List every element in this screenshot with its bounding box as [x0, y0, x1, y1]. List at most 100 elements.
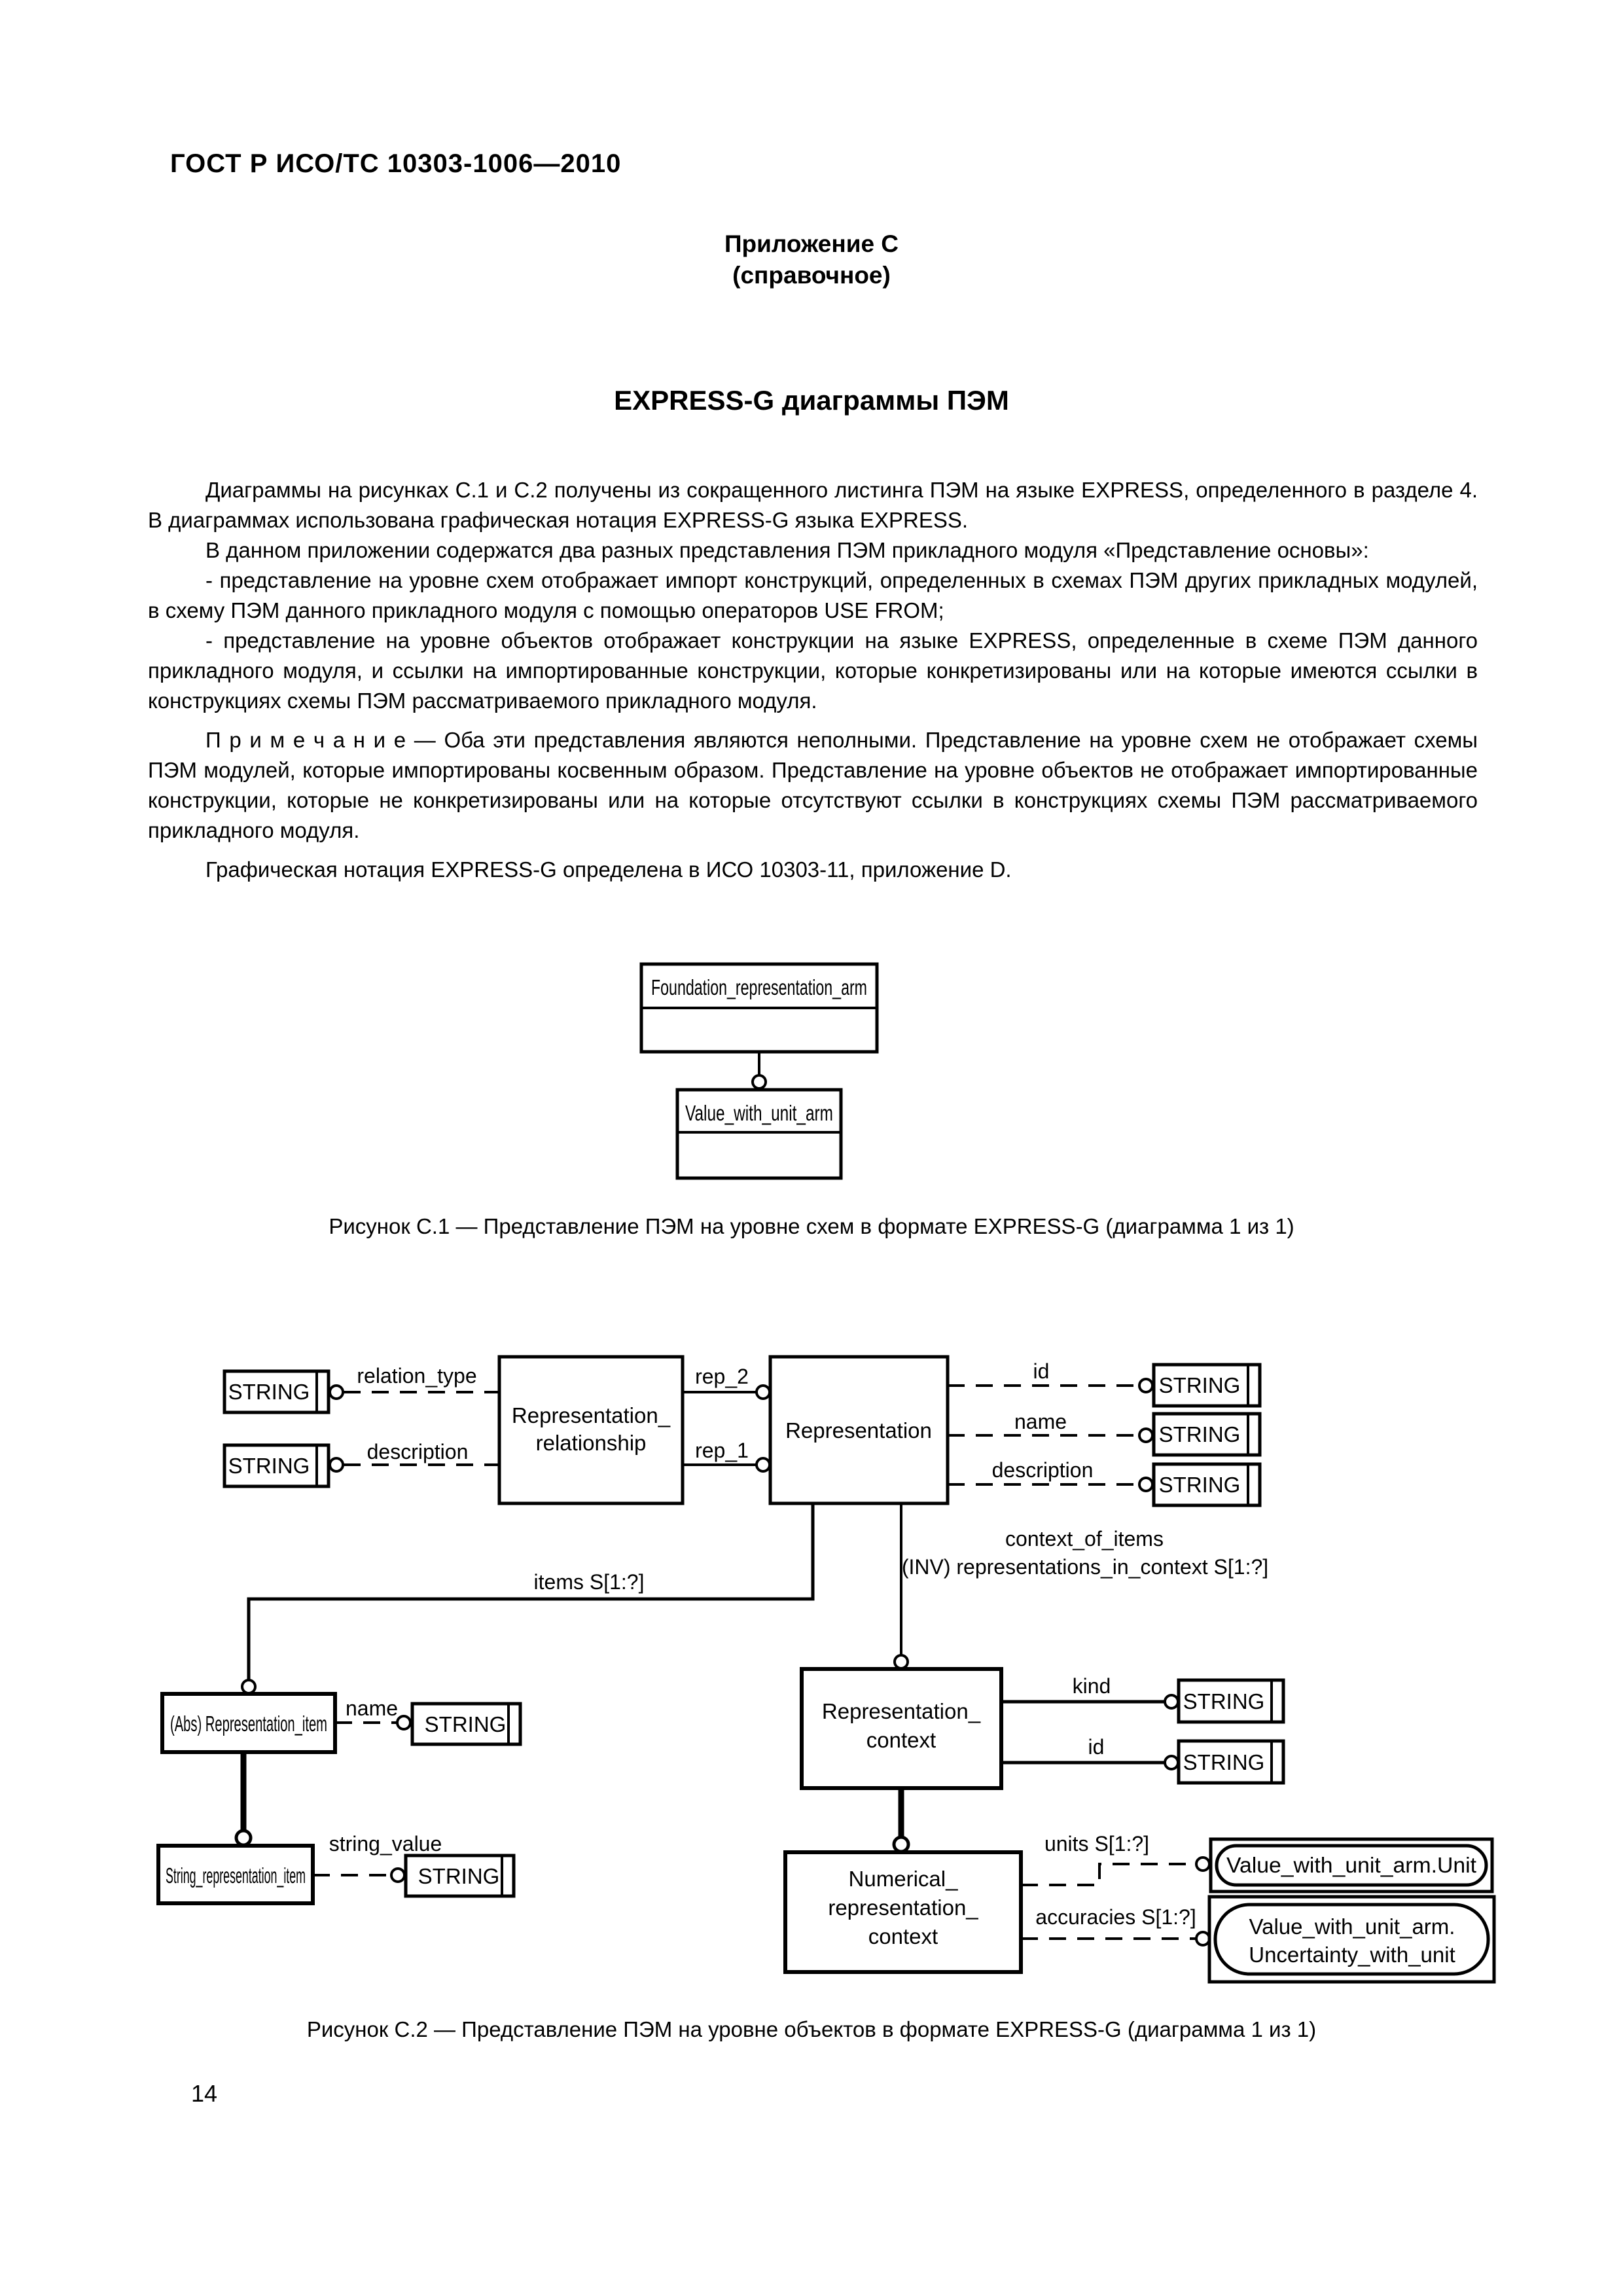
string-box-id-context-rect: [1177, 1739, 1285, 1785]
string-label: STRING: [425, 1712, 507, 1736]
rep1-relation: rep_1: [683, 1439, 771, 1473]
entity-numerical-line1: Numerical_: [849, 1867, 959, 1891]
appendix-heading: EXPRESS-G диаграммы ПЭМ: [614, 385, 1009, 416]
entity-representation-context-rect: [800, 1667, 1003, 1790]
optional-circle: [1164, 1755, 1179, 1770]
units-dashed-line: [1021, 1863, 1196, 1886]
string-label: STRING: [418, 1864, 500, 1888]
figure-c2-diagram: STRING relation_type STRING description …: [156, 1355, 1496, 1984]
appendix-kind: (справочное): [732, 262, 891, 289]
paragraph-6: Графическая нотация EXPRESS-G определена…: [205, 857, 1012, 882]
optional-circle: [329, 1384, 344, 1400]
rep2-circle: [755, 1384, 771, 1400]
description-left-label: description: [367, 1440, 469, 1463]
optional-circle: [1138, 1477, 1154, 1492]
entity-representation-context-line2: context: [866, 1728, 936, 1752]
units-label: units S[1:?]: [1044, 1832, 1149, 1856]
note-paragraph: П р и м е ч а н и е — Оба эти представле…: [148, 728, 1478, 842]
figure-c1-diagram: Foundation_representation_arm Value_with…: [639, 962, 879, 1180]
subtype-circle: [234, 1829, 253, 1847]
entity-representation-relationship-rect: [497, 1355, 685, 1505]
entity-representation-rect: [768, 1355, 950, 1505]
entity-string-representation-item: String_representation_item: [156, 1844, 315, 1905]
inv-representations-label: (INV) representations_in_context S[1:?]: [902, 1555, 1268, 1579]
paragraph-1: Диаграммы на рисунках С.1 и С.2 получены…: [148, 478, 1478, 532]
string-label: STRING: [1159, 1473, 1241, 1497]
name-item-label: name: [346, 1696, 398, 1720]
string-value-label: string_value: [329, 1832, 442, 1856]
kind-attribute: kind STRING: [1001, 1674, 1285, 1724]
entity-abs-representation-item-label: (Abs) Representation_item: [170, 1712, 327, 1736]
paragraph-3: - представление на уровне схем отображае…: [148, 568, 1478, 622]
optional-circle: [1138, 1427, 1154, 1443]
rep1-circle: [755, 1457, 771, 1473]
external-ref-uncertainty-stadium: [1213, 1903, 1490, 1976]
entity-representation-context-line1: Representation_: [822, 1699, 981, 1723]
entity-numerical-line3: context: [868, 1924, 938, 1948]
figure-c2-caption: Рисунок С.2 — Представление ПЭМ на уровн…: [306, 2017, 1317, 2041]
items-line: [247, 1503, 815, 1679]
description-right-label: description: [992, 1458, 1094, 1482]
string-box-description-left: STRING description: [223, 1440, 499, 1488]
entity-representation: Representation: [768, 1355, 950, 1505]
rep2-relation: rep_2: [683, 1365, 771, 1400]
string-label: STRING: [1159, 1422, 1241, 1446]
entity-representation-relationship-line2: relationship: [536, 1431, 647, 1455]
entity-string-representation-item-rect: [156, 1844, 315, 1905]
string-label: STRING: [1183, 1750, 1265, 1774]
document-header: ГОСТ Р ИСО/ТС 10303-1006—2010: [170, 149, 622, 178]
entity-abs-representation-item: (Abs) Representation_item: [160, 1692, 337, 1754]
schema-box-value-with-unit: Value_with_unit_arm: [675, 1088, 843, 1180]
string-box-id-rect: [1152, 1363, 1262, 1408]
optional-circle: [1195, 1931, 1211, 1946]
string-box-description-left-rect: [223, 1443, 330, 1488]
figure-c1-caption: Рисунок С.1 — Представление ПЭМ на уровн…: [329, 1214, 1294, 1238]
optional-circle: [396, 1715, 412, 1731]
items-label: items S[1:?]: [534, 1570, 645, 1594]
string-label: STRING: [1159, 1373, 1241, 1397]
schema-box-foundation: Foundation_representation_arm: [639, 962, 879, 1054]
entity-numerical-representation-context: Numerical_ representation_ context: [783, 1850, 1023, 1974]
name-item-attribute: name STRING: [335, 1696, 522, 1746]
string-value-attribute: string_value STRING: [313, 1832, 516, 1898]
items-relation: items S[1:?]: [241, 1503, 815, 1695]
string-box-description-rect: [1152, 1462, 1262, 1507]
entity-numerical-representation-context-rect: [783, 1850, 1023, 1974]
paragraph-4: - представление на уровне объектов отобр…: [148, 628, 1478, 713]
external-ref-unit-label: Value_with_unit_arm.Unit: [1226, 1853, 1476, 1877]
schema-relationship-line: [751, 1052, 767, 1090]
external-ref-unit-stadium: [1215, 1844, 1488, 1887]
context-of-items-circle: [893, 1654, 909, 1670]
description-right-attribute: description STRING: [948, 1458, 1262, 1507]
entity-string-representation-item-label: String_representation_item: [166, 1863, 306, 1888]
name-label: name: [1014, 1410, 1067, 1433]
string-label: STRING: [228, 1454, 310, 1478]
rep1-label: rep_1: [695, 1439, 749, 1462]
accuracies-attribute: accuracies S[1:?] Value_with_unit_arm. U…: [1021, 1895, 1496, 1984]
string-box-relation-type: STRING relation_type: [223, 1364, 499, 1414]
id-label: id: [1033, 1359, 1050, 1383]
external-ref-uncertainty-line2: Uncertainty_with_unit: [1249, 1943, 1455, 1967]
id-context-label: id: [1088, 1735, 1105, 1759]
optional-circle: [329, 1457, 344, 1473]
schema-foundation-label: Foundation_representation_arm: [651, 975, 867, 999]
entity-representation-relationship: Representation_ relationship: [497, 1355, 685, 1505]
entity-representation-relationship-line1: Representation_: [512, 1403, 671, 1427]
items-circle: [241, 1679, 257, 1695]
entity-numerical-line2: representation_: [828, 1895, 978, 1920]
string-box-name-item-rect: [410, 1702, 522, 1746]
body-text: Диаграммы на рисунках С.1 и С.2 получены…: [148, 475, 1478, 885]
appendix-label: Приложение С: [724, 230, 899, 257]
string-box-string-value-rect: [404, 1854, 516, 1898]
optional-circle: [1138, 1378, 1154, 1393]
schema-value-label: Value_with_unit_arm: [685, 1101, 833, 1125]
name-attribute: name STRING: [948, 1410, 1262, 1457]
context-of-items-label: context_of_items: [1005, 1527, 1164, 1551]
string-label: STRING: [228, 1380, 310, 1404]
string-box-relation-type-rect: [223, 1369, 330, 1414]
subtype-relation-numerical: [892, 1788, 910, 1854]
string-label: STRING: [1183, 1689, 1265, 1713]
external-ref-uncertainty-line1: Value_with_unit_arm.: [1249, 1914, 1455, 1939]
id-attribute: id STRING: [948, 1359, 1262, 1408]
